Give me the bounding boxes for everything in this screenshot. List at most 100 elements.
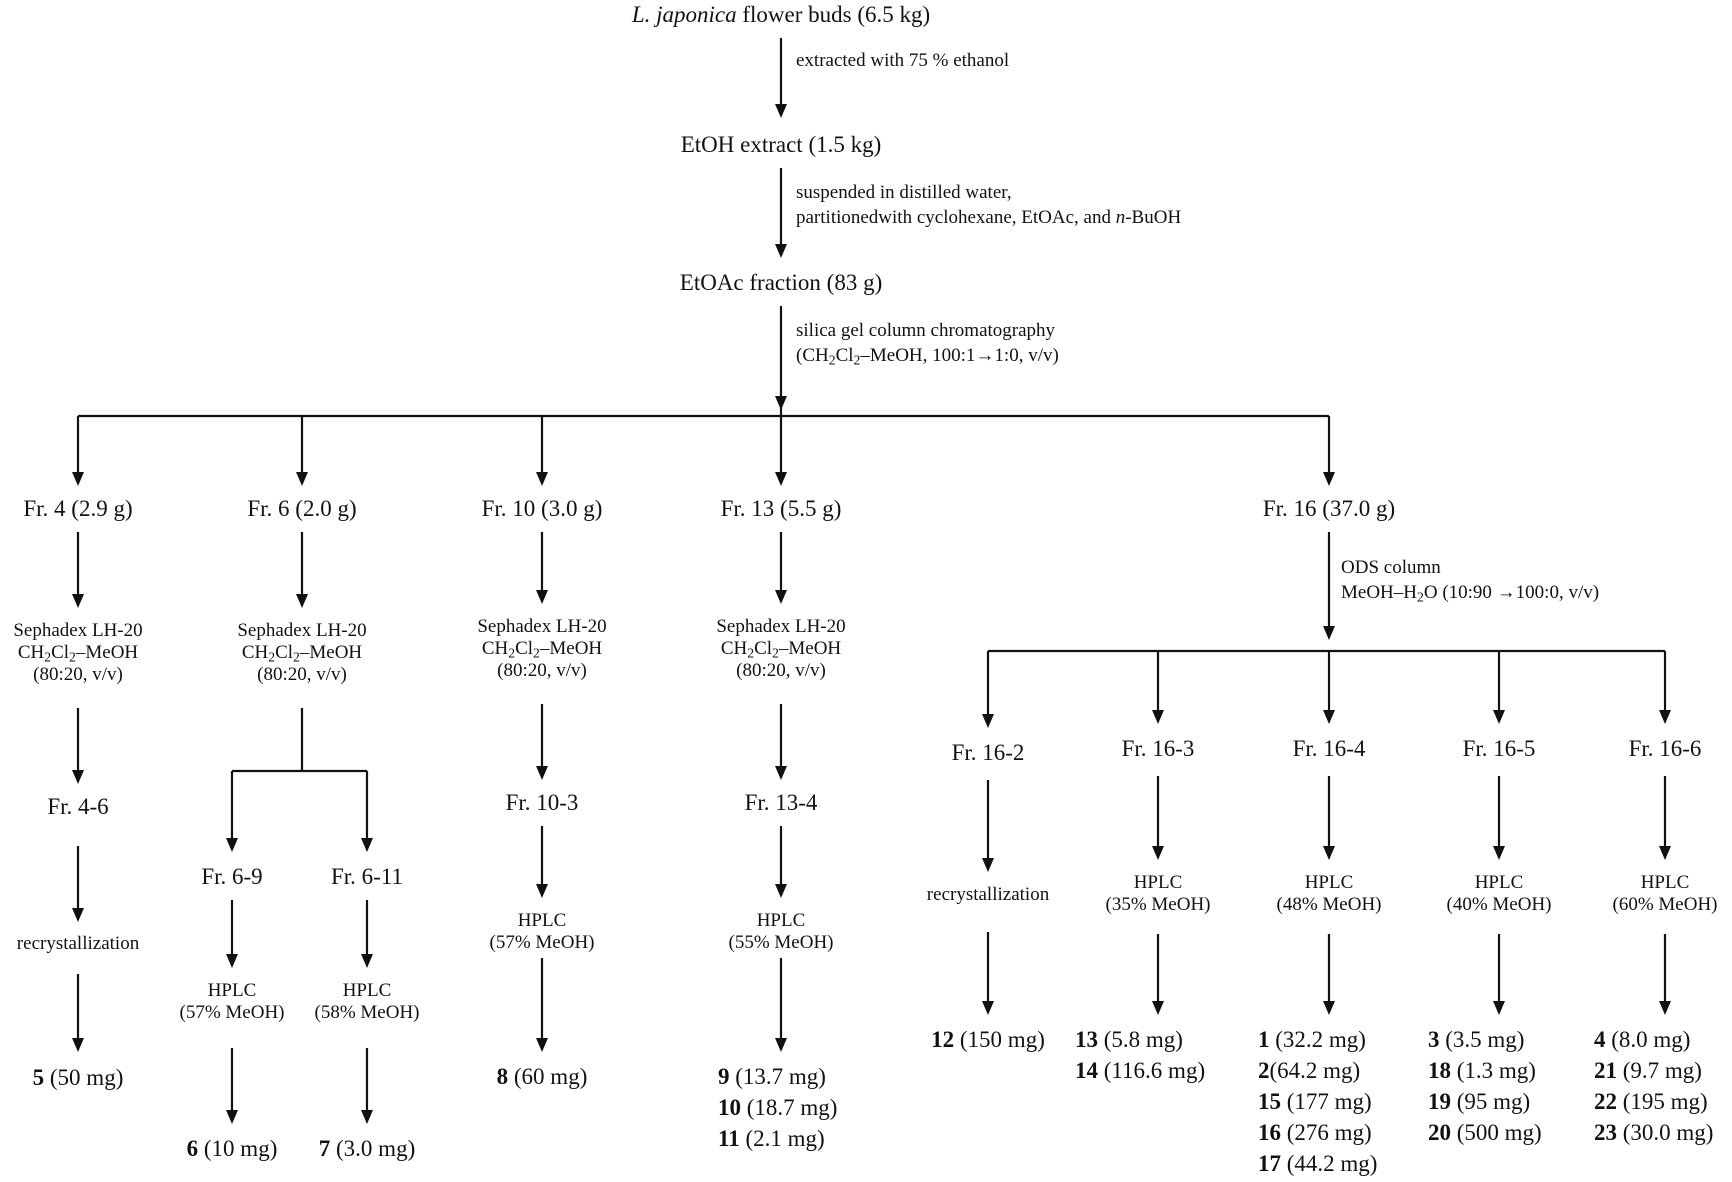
hplc-step-fr16-3: HPLC(35% MeOH) (1105, 872, 1211, 915)
arrowhead (361, 954, 373, 968)
recrystallization-fr4-6: recrystallization (16, 933, 140, 954)
fraction-16-6: Fr. 16-6 (1628, 736, 1702, 761)
arrowhead (1659, 1001, 1671, 1015)
arrowhead (536, 884, 548, 898)
arrowhead (72, 770, 84, 784)
arrowhead (1323, 710, 1335, 724)
arrowhead (775, 104, 787, 118)
arrowhead (1659, 846, 1671, 860)
arrowhead (775, 472, 787, 486)
compound-entry: 13 (5.8 mg) (1075, 1027, 1183, 1052)
sephadex-step-fr13: Sephadex LH-20 CH2Cl2–MeOH (80:20, v/v) (716, 616, 846, 681)
arrowhead (536, 590, 548, 604)
arrowhead (775, 1038, 787, 1052)
arrowhead (1659, 710, 1671, 724)
arrowhead (982, 1001, 994, 1015)
compound-8: 8 (60 mg) (496, 1064, 588, 1089)
arrowhead (72, 908, 84, 922)
compound-entry: 19 (95 mg) (1428, 1089, 1531, 1114)
fraction-4: Fr. 4 (2.9 g) (23, 496, 133, 521)
compound-entry: 16 (276 mg) (1258, 1120, 1372, 1145)
arrowhead (1493, 846, 1505, 860)
arrowhead (536, 1038, 548, 1052)
fraction-10: Fr. 10 (3.0 g) (481, 496, 603, 521)
compound-12: 12 (150 mg) (931, 1027, 1045, 1052)
arrowhead (72, 1038, 84, 1052)
arrowhead (775, 590, 787, 604)
etoac-fraction: EtOAc fraction (83 g) (679, 270, 883, 295)
hplc-step-fr16-6: HPLC(60% MeOH) (1612, 872, 1718, 915)
arrowhead (226, 954, 238, 968)
sephadex-step-fr4: Sephadex LH-20 CH2Cl2–MeOH (80:20, v/v) (13, 620, 143, 685)
fraction-16-4: Fr. 16-4 (1292, 736, 1366, 761)
compound-entry: 20 (500 mg) (1428, 1120, 1542, 1145)
hplc-step-fr13-4: HPLC(55% MeOH) (728, 910, 834, 953)
compound-entry: 21 (9.7 mg) (1594, 1058, 1702, 1083)
arrowhead (1323, 626, 1335, 640)
compound-6: 6 (10 mg) (186, 1136, 278, 1161)
fraction-16-5: Fr. 16-5 (1462, 736, 1536, 761)
compounds-fr16-6: 4 (8.0 mg) 21 (9.7 mg) 22 (195 mg) 23 (3… (1594, 1027, 1713, 1151)
arrowhead (982, 858, 994, 872)
arrowhead (72, 594, 84, 608)
compound-entry: 10 (18.7 mg) (718, 1095, 838, 1120)
compounds-fr16-3: 13 (5.8 mg) 14 (116.6 mg) (1075, 1027, 1205, 1089)
source-material: L. japonica flower buds (6.5 kg) (631, 2, 931, 27)
compound-7: 7 (3.0 mg) (318, 1136, 416, 1161)
arrowhead (536, 766, 548, 780)
hplc-step-fr16-4: HPLC(48% MeOH) (1276, 872, 1382, 915)
compounds-fr16-4: 1 (32.2 mg) 2(64.2 mg) 15 (177 mg) 16 (2… (1258, 1027, 1377, 1182)
arrowhead (775, 766, 787, 780)
hplc-step-fr10-3: HPLC(57% MeOH) (489, 910, 595, 953)
arrowhead (775, 244, 787, 258)
fraction-16-2: Fr. 16-2 (951, 740, 1025, 765)
arrowhead (1323, 1001, 1335, 1015)
compounds-fr16-5: 3 (3.5 mg) 18 (1.3 mg) 19 (95 mg) 20 (50… (1428, 1027, 1542, 1151)
recrystallization-fr16-2: recrystallization (926, 884, 1050, 905)
fraction-16-3: Fr. 16-3 (1121, 736, 1195, 761)
arrowhead (1493, 1001, 1505, 1015)
compound-entry: 15 (177 mg) (1258, 1089, 1372, 1114)
compound-entry: 18 (1.3 mg) (1428, 1058, 1536, 1083)
arrowhead (361, 1110, 373, 1124)
compound-entry: 11 (2.1 mg) (718, 1126, 825, 1151)
fraction-10-3: Fr. 10-3 (505, 790, 579, 815)
arrowhead (536, 472, 548, 486)
fraction-6: Fr. 6 (2.0 g) (247, 496, 357, 521)
arrowhead (1323, 472, 1335, 486)
ods-column-step: ODS column MeOH–H2O (10:90 →100:0, v/v) (1341, 557, 1600, 605)
compounds-fr13-4: 9 (13.7 mg) 10 (18.7 mg) 11 (2.1 mg) (718, 1064, 837, 1157)
hplc-step-fr6-11: HPLC(58% MeOH) (314, 980, 420, 1023)
compound-entry: 22 (195 mg) (1594, 1089, 1708, 1114)
arrowhead (296, 472, 308, 486)
step-silica-column: silica gel column chromatography (CH2Cl2… (796, 320, 1059, 368)
ethanol-extract: EtOH extract (1.5 kg) (680, 132, 882, 157)
arrowhead (775, 884, 787, 898)
compound-entry: 14 (116.6 mg) (1075, 1058, 1206, 1083)
fraction-4-6: Fr. 4-6 (47, 794, 109, 819)
arrowhead (1152, 846, 1164, 860)
compound-entry: 2(64.2 mg) (1258, 1058, 1361, 1083)
sephadex-step-fr10: Sephadex LH-20 CH2Cl2–MeOH (80:20, v/v) (477, 616, 607, 681)
fraction-13-4: Fr. 13-4 (744, 790, 818, 815)
arrowhead (1152, 710, 1164, 724)
fraction-16: Fr. 16 (37.0 g) (1262, 496, 1396, 521)
compound-entry: 3 (3.5 mg) (1428, 1027, 1525, 1052)
fraction-6-9: Fr. 6-9 (201, 864, 263, 889)
arrowhead (982, 714, 994, 728)
arrowhead (361, 838, 373, 852)
step-extraction: extracted with 75 % ethanol (796, 50, 1010, 71)
arrowhead (226, 1110, 238, 1124)
arrowhead (226, 838, 238, 852)
fraction-13: Fr. 13 (5.5 g) (720, 496, 842, 521)
compound-entry: 4 (8.0 mg) (1594, 1027, 1691, 1052)
hplc-step-fr6-9: HPLC(57% MeOH) (179, 980, 285, 1023)
compound-entry: 9 (13.7 mg) (718, 1064, 826, 1089)
compound-entry: 23 (30.0 mg) (1594, 1120, 1714, 1145)
arrowhead (72, 472, 84, 486)
step-partition: suspended in distilled water, partitione… (796, 182, 1182, 228)
arrowhead (1152, 1001, 1164, 1015)
compound-5: 5 (50 mg) (32, 1065, 124, 1090)
